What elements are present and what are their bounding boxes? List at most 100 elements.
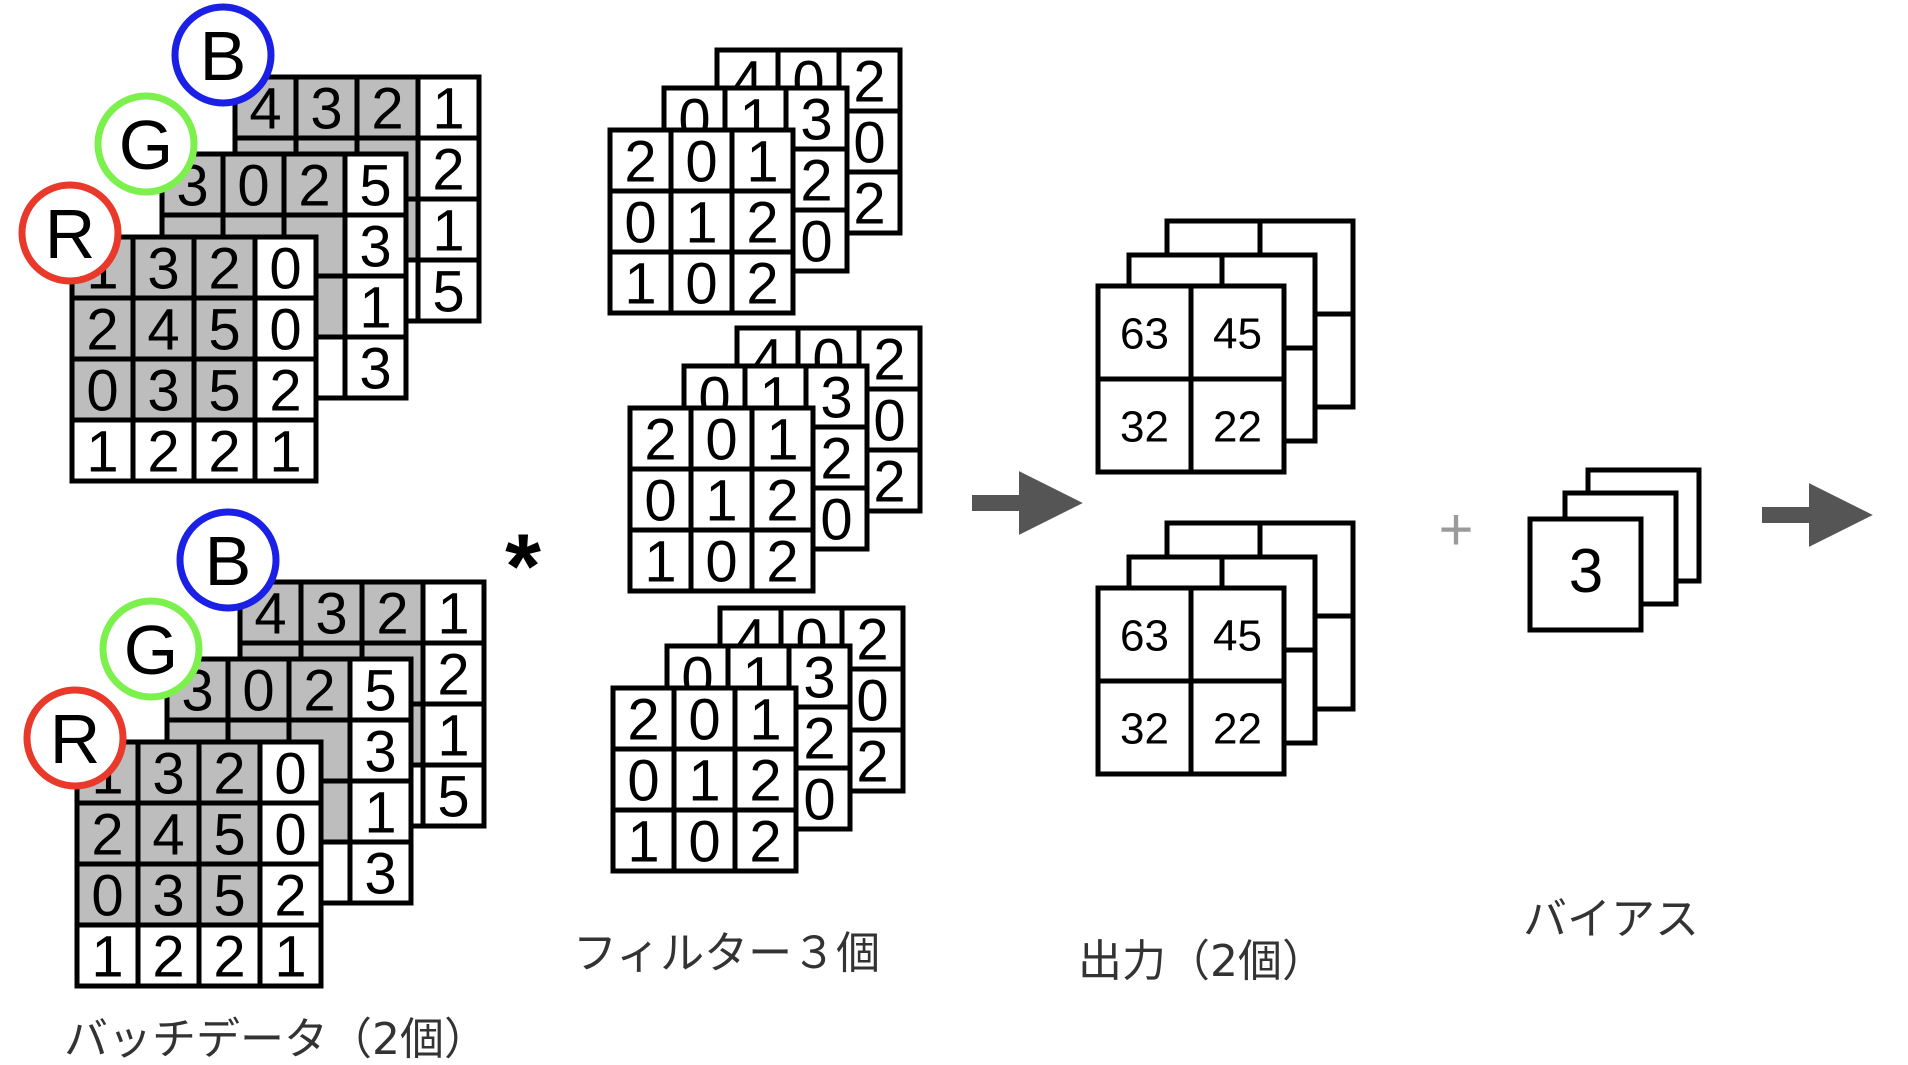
batch-image-2-r-channel: 1320245003521221 bbox=[74, 739, 324, 989]
batch-image-2-g-channel-cell bbox=[347, 839, 414, 906]
batch-image-2-b-channel-cell bbox=[420, 701, 487, 768]
batch-image-2-g-channel-value: 1 bbox=[364, 780, 396, 845]
batch-image-1-r-channel-value: 3 bbox=[147, 358, 179, 423]
filter-2-front-value: 1 bbox=[705, 468, 737, 533]
batch-image-1-r-label-circle bbox=[18, 181, 122, 285]
batch-image-1-r-channel-value: 0 bbox=[269, 236, 301, 301]
batch-image-1-b-label-letter: B bbox=[200, 17, 247, 95]
bias-group: 3 bbox=[1527, 467, 1702, 633]
batch-image-1-b-channel-cell bbox=[293, 74, 360, 141]
batch-image-1-g-label: G bbox=[94, 92, 198, 196]
filter-3-front-cell bbox=[732, 807, 799, 874]
output-2-front-value: 22 bbox=[1213, 704, 1262, 753]
filter-1-front-value: 1 bbox=[746, 129, 778, 194]
output-1-front-value: 45 bbox=[1213, 309, 1262, 358]
filter-2-back-value: 0 bbox=[873, 388, 905, 453]
batch-image-1-r-channel-value: 5 bbox=[208, 297, 240, 362]
filter-3-middle-value: 3 bbox=[803, 645, 835, 710]
batch-image-2-g-channel-cell bbox=[286, 656, 353, 723]
filter-1-front-value: 0 bbox=[685, 129, 717, 194]
batch-image-2-r-channel-cell bbox=[257, 861, 324, 928]
batch-image-1-r-channel-value: 2 bbox=[147, 419, 179, 484]
batch-image-2-b-label: B bbox=[176, 508, 280, 612]
batch-image-2-b-channel-value: 1 bbox=[437, 581, 469, 646]
batch-image-2-g-label: G bbox=[99, 597, 203, 701]
filter-3-front-value: 2 bbox=[749, 748, 781, 813]
batch-image-1-b-channel-value: 1 bbox=[432, 198, 464, 263]
output-2-front-cell bbox=[1095, 678, 1194, 777]
output-1-front-cell bbox=[1188, 283, 1287, 382]
batch-image-1-r-channel-cell bbox=[252, 356, 319, 423]
bias-value: 3 bbox=[1569, 537, 1603, 606]
batch-image-2-b-channel-value: 3 bbox=[315, 581, 347, 646]
batch-image-1-r-channel-value: 5 bbox=[208, 358, 240, 423]
batch-image-1-g-channel-value: 1 bbox=[359, 275, 391, 340]
batch-image-1-r-channel-value: 2 bbox=[86, 297, 118, 362]
batch-image-2-r-channel-cell bbox=[135, 861, 202, 928]
batch-image-1-r-channel-value: 4 bbox=[147, 297, 179, 362]
batch-image-1-r-channel-value: 2 bbox=[269, 358, 301, 423]
output-2-front-value: 45 bbox=[1213, 611, 1262, 660]
filter-3-middle-cell bbox=[786, 765, 853, 832]
batch-image-1-r-channel-value: 1 bbox=[86, 419, 118, 484]
filter-3-back-value: 2 bbox=[856, 729, 888, 794]
batch-image-2-r-channel-cell bbox=[74, 800, 141, 867]
output-1-front-value: 63 bbox=[1120, 309, 1169, 358]
filter-2-back-value: 2 bbox=[873, 449, 905, 514]
filter-3-front-value: 2 bbox=[749, 809, 781, 874]
batch-image-1-r-channel-cell bbox=[252, 417, 319, 484]
filter-2-middle-value: 2 bbox=[820, 426, 852, 491]
batch-image-1-g-channel-cell bbox=[342, 334, 409, 401]
filter-1-front-value: 1 bbox=[685, 190, 717, 255]
batch-image-1-g-channel-value: 0 bbox=[237, 153, 269, 218]
filter-1-back-value: 0 bbox=[853, 110, 885, 175]
batch-image-2-r-channel-cell bbox=[257, 922, 324, 989]
batch-image-1-r-channel-value: 2 bbox=[208, 236, 240, 301]
batch-image-2-b-channel-cell bbox=[359, 579, 426, 646]
filter-1-front-value: 1 bbox=[624, 251, 656, 316]
filter-2-front-value: 2 bbox=[766, 529, 798, 594]
batch-image-2-b-channel-cell bbox=[420, 640, 487, 707]
batch-image-2-r-label-letter: R bbox=[50, 700, 101, 778]
batch-image-1-r-channel-value: 1 bbox=[269, 419, 301, 484]
batch-image-2-g-label-letter: G bbox=[124, 611, 178, 689]
batch-image-1-g-channel-value: 5 bbox=[359, 153, 391, 218]
filter-2-middle-value: 3 bbox=[820, 365, 852, 430]
filter-3-front-value: 1 bbox=[627, 809, 659, 874]
batch-image-2-b-channel-value: 2 bbox=[376, 581, 408, 646]
batch-image-2-r-channel-cell bbox=[196, 922, 263, 989]
filter-2-front-value: 2 bbox=[644, 407, 676, 472]
batch-image-2-g-channel-value: 5 bbox=[364, 658, 396, 723]
filter-1-front-cell bbox=[729, 127, 796, 194]
batch-image-2-g-channel-value: 3 bbox=[364, 841, 396, 906]
batch-image-1-g-channel-value: 3 bbox=[359, 214, 391, 279]
filter-1-front-cell bbox=[729, 249, 796, 316]
output-1-front-cell bbox=[1095, 376, 1194, 475]
batch-image-1-r-channel-cell bbox=[69, 417, 136, 484]
filter-1-front-value: 0 bbox=[685, 251, 717, 316]
batch-image-1-r-label: R bbox=[18, 181, 122, 285]
batch-image-2-g-channel-cell bbox=[347, 778, 414, 845]
filters-caption: フィルター３個 bbox=[573, 928, 881, 979]
output-1-front-cell bbox=[1188, 376, 1287, 475]
batch-image-2-r-channel-value: 5 bbox=[213, 863, 245, 928]
batch-image-1-b-channel-cell bbox=[354, 74, 421, 141]
filter-2-front-value: 1 bbox=[644, 529, 676, 594]
filter-1-back-value: 2 bbox=[853, 49, 885, 114]
batch-image-2-r-label-circle bbox=[23, 686, 127, 790]
filter-2-front-value: 0 bbox=[705, 407, 737, 472]
batch-image-1-g-channel-cell bbox=[342, 273, 409, 340]
batch-image-2-b-channel-value: 5 bbox=[437, 764, 469, 829]
bias-stack: 3 bbox=[1527, 467, 1702, 633]
batch-image-2-r-channel-value: 2 bbox=[213, 924, 245, 989]
filter-3-front-value: 0 bbox=[627, 748, 659, 813]
